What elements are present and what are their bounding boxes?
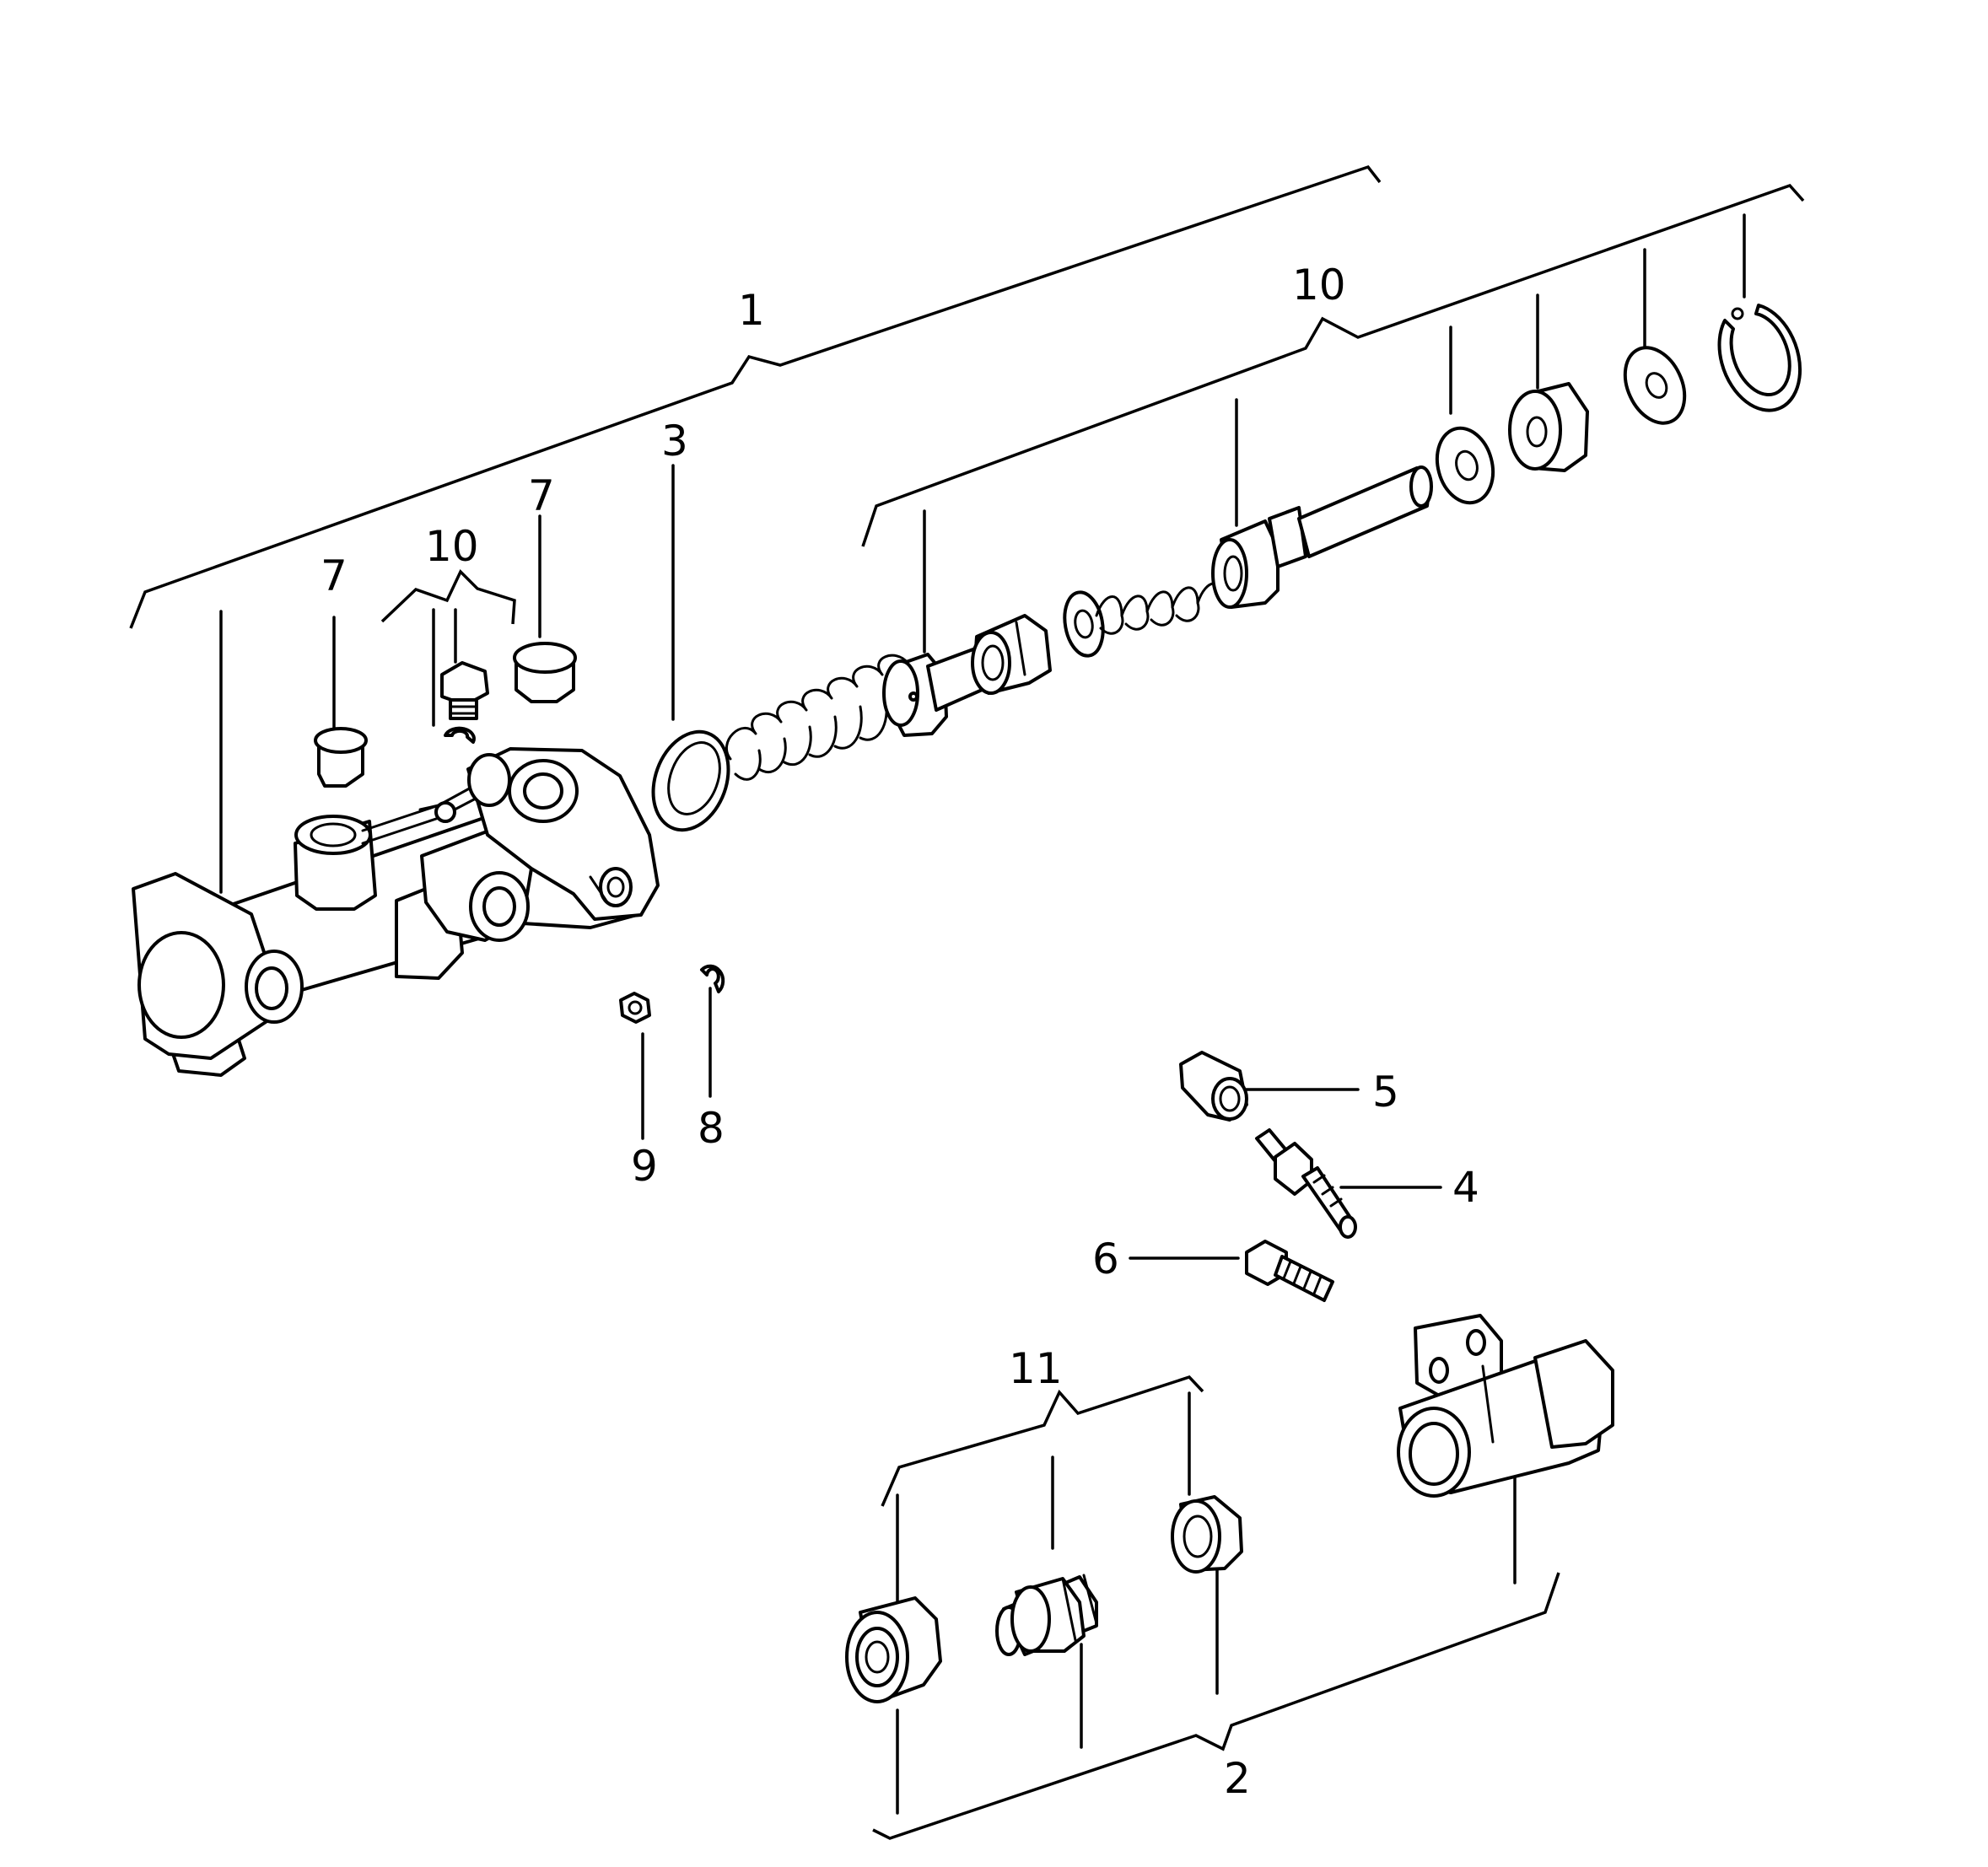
piston-cup xyxy=(971,614,1052,695)
master-cylinder-body xyxy=(132,747,660,1077)
callout-11: 11 xyxy=(1009,1344,1063,1393)
boot-11 xyxy=(845,1596,942,1703)
washer-10a xyxy=(1435,426,1495,505)
group-brace-10-main xyxy=(861,183,1805,547)
callout-10-main: 10 xyxy=(1292,261,1346,309)
callout-8: 8 xyxy=(698,1104,725,1153)
nut-9 xyxy=(619,992,651,1024)
spring-2 xyxy=(1095,582,1225,635)
callout-6: 6 xyxy=(1092,1235,1119,1283)
group-brace-10-small xyxy=(380,569,516,625)
callout-7-right: 7 xyxy=(528,471,555,520)
callout-4: 4 xyxy=(1452,1163,1479,1212)
plug-seal-7-right xyxy=(513,642,577,703)
bolt-6 xyxy=(1245,1240,1334,1302)
plug-seal-7-left xyxy=(314,727,368,788)
screw-plug-10 xyxy=(440,661,489,720)
spring-1 xyxy=(725,654,909,781)
circlip-10d xyxy=(1717,304,1802,412)
primary-piston xyxy=(882,641,1007,737)
leader-lines xyxy=(332,213,1746,1815)
slave-cylinder-body xyxy=(1397,1314,1614,1498)
callout-9: 9 xyxy=(631,1142,658,1191)
group-brace-2 xyxy=(872,1572,1560,1840)
callout-2: 2 xyxy=(1224,1754,1251,1803)
cup-11 xyxy=(1171,1495,1243,1574)
group-brace-1 xyxy=(129,164,1382,894)
spring-washer-8 xyxy=(700,964,725,993)
bleeder-valve-4 xyxy=(1255,1128,1357,1239)
group-brace-11 xyxy=(881,1375,1204,1507)
dust-cap-5 xyxy=(1179,1051,1248,1122)
seal-ring-10 xyxy=(444,726,476,744)
seal-ring-3 xyxy=(651,729,730,832)
callout-3: 3 xyxy=(661,417,688,465)
cup-seal-right xyxy=(1063,590,1105,658)
callout-labels: 1 2 3 4 5 6 7 7 8 9 10 10 11 xyxy=(321,261,1479,1803)
callout-5: 5 xyxy=(1372,1068,1399,1116)
callout-10-small: 10 xyxy=(425,522,479,571)
washer-10c xyxy=(1623,346,1687,425)
callout-1: 1 xyxy=(738,286,765,335)
callout-7-left: 7 xyxy=(321,551,347,600)
piston-11 xyxy=(995,1574,1098,1656)
seal-10b xyxy=(1508,382,1589,472)
secondary-piston xyxy=(1211,465,1433,609)
